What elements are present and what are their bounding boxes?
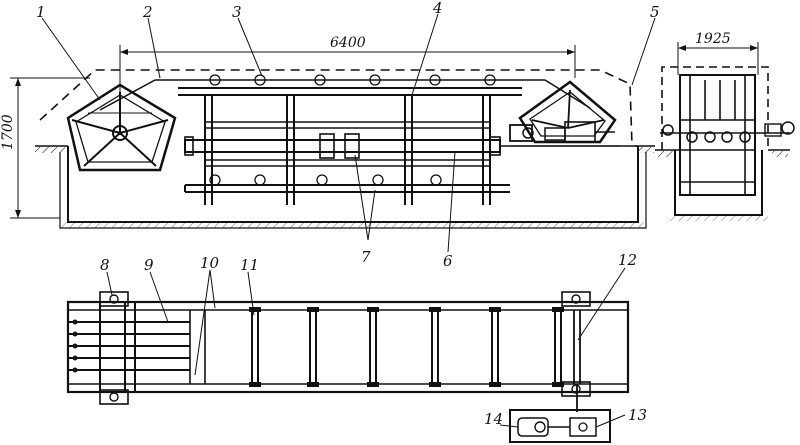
plan-drive-shaft <box>573 310 581 412</box>
callout-7: 7 <box>361 248 371 266</box>
callout-8: 8 <box>100 256 110 274</box>
plan-clamps <box>249 307 564 387</box>
callout-9: 9 <box>144 256 154 274</box>
drive-shaft <box>184 133 501 159</box>
end-view: 1925 <box>655 31 795 221</box>
callout-10: 10 <box>200 254 220 272</box>
callout-11: 11 <box>240 256 259 274</box>
callout-2: 2 <box>142 3 153 21</box>
length-dimension-value: 6400 <box>330 35 366 51</box>
lower-rollers <box>209 174 442 186</box>
callout-12: 12 <box>618 251 637 269</box>
callout-13: 13 <box>628 406 647 424</box>
side-drive-unit <box>509 121 620 147</box>
width-dimension <box>677 42 759 75</box>
leader-lines-side <box>41 13 656 253</box>
left-hook-bars <box>68 302 190 392</box>
right-bearings <box>561 291 591 397</box>
length-dimension <box>119 45 576 128</box>
height-dimension-value: 1700 <box>0 114 16 150</box>
callout-3: 3 <box>232 3 242 21</box>
upper-rollers <box>209 74 496 86</box>
left-sprocket-wheel <box>66 83 177 172</box>
side-elevation-view: 6400 1700 <box>0 13 656 253</box>
right-sprocket-wheel <box>518 80 617 144</box>
plan-cross-members <box>251 310 562 384</box>
callout-4: 4 <box>432 0 443 17</box>
callout-5: 5 <box>650 3 660 21</box>
cross-rails <box>205 121 490 167</box>
left-bearings <box>99 291 129 405</box>
callout-6: 6 <box>443 252 453 270</box>
end-view-rollers <box>686 131 751 143</box>
hook-tips <box>72 319 78 373</box>
carriage-frame <box>189 310 206 384</box>
upper-track-rails <box>99 79 591 111</box>
width-dimension-value: 1925 <box>695 31 731 47</box>
lower-track-rails <box>184 184 510 193</box>
plan-view <box>66 267 630 443</box>
callout-1: 1 <box>36 3 46 21</box>
callout-14: 14 <box>484 410 503 428</box>
enclosure-dashed <box>39 69 633 147</box>
support-posts <box>204 95 491 205</box>
leader-lines-plan <box>106 267 626 428</box>
height-dimension <box>10 77 90 219</box>
plan-drive-unit <box>509 409 611 443</box>
